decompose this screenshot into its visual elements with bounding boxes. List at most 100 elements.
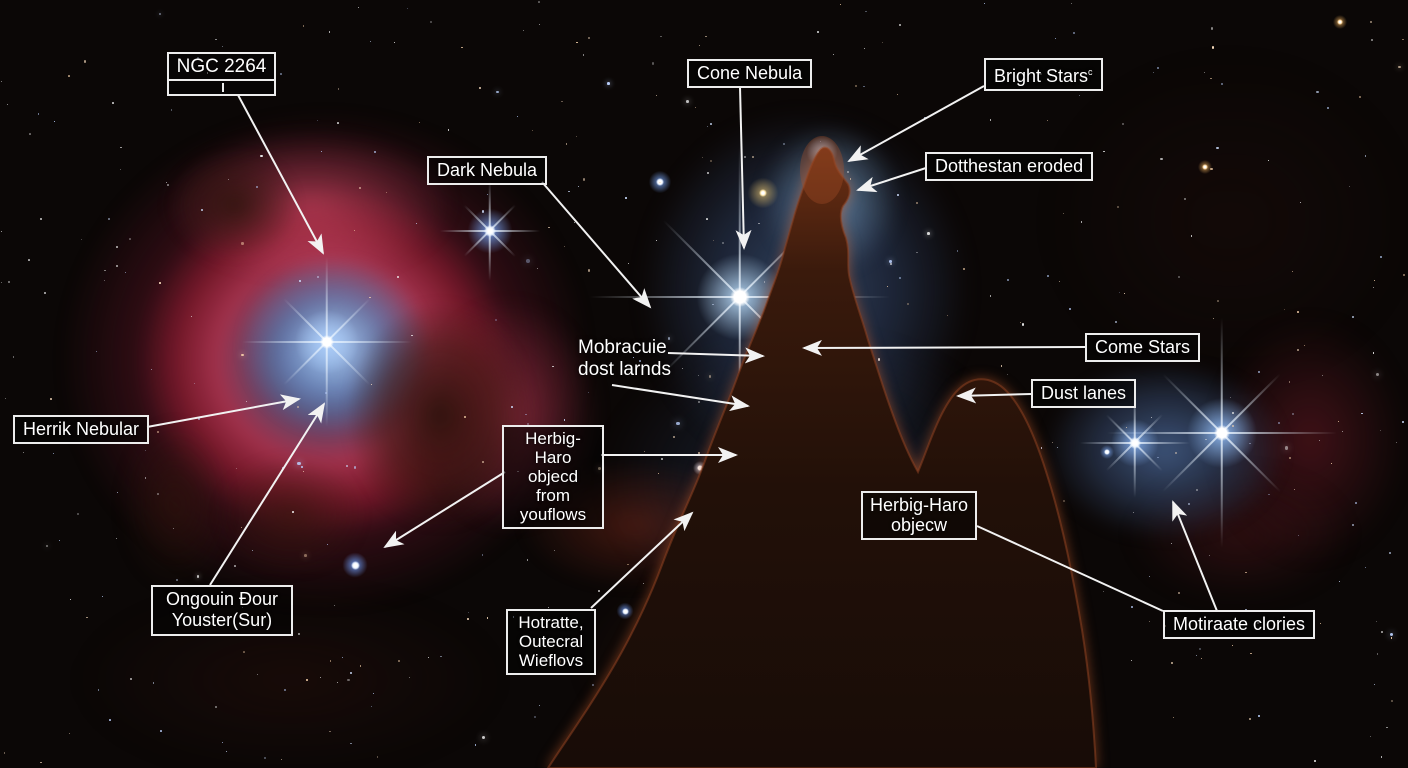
background-star [466, 617, 469, 620]
label-hotratte-line3: Wieflovs [518, 651, 584, 670]
background-star [482, 735, 486, 740]
label-dark-nebula: Dark Nebula [427, 156, 548, 185]
background-star [655, 94, 657, 96]
label-motiraate-clories-text: Motiraate clories [1173, 614, 1306, 634]
label-cone-nebula-text: Cone Nebula [697, 63, 803, 83]
background-star [1370, 736, 1371, 737]
background-star [607, 82, 610, 86]
label-ngc-2264: NGC 2264 [167, 52, 276, 96]
background-star [600, 738, 603, 741]
background-star [705, 35, 707, 38]
background-star [1374, 683, 1376, 685]
background-star [112, 102, 115, 105]
background-star [1069, 308, 1072, 311]
background-star [1178, 592, 1180, 594]
background-star [1130, 659, 1133, 662]
faint-dust-topright [1050, 60, 1408, 380]
background-star [685, 100, 689, 104]
background-star [22, 452, 24, 454]
label-hotratte-line2: Outecral [518, 632, 584, 651]
background-star [3, 752, 6, 754]
bright-star [1337, 19, 1343, 25]
background-star [102, 595, 104, 597]
background-star [28, 258, 30, 261]
label-come-stars-text: Come Stars [1095, 337, 1191, 357]
background-star [467, 611, 470, 613]
background-star [897, 94, 898, 96]
label-ngc-2264-text: NGC 2264 [169, 54, 274, 81]
background-star [1073, 32, 1076, 35]
label-dotthestan-eroded-text: Dotthestan eroded [935, 156, 1084, 176]
blue-halo-pillar-tip [760, 125, 900, 275]
label-ongouin-line1: Ongouin Ɖour [165, 589, 279, 609]
background-star [1042, 725, 1045, 727]
dark-dust-blob [120, 420, 230, 590]
background-star [0, 80, 2, 83]
background-star [429, 21, 432, 24]
background-star [1152, 71, 1155, 74]
background-star [1370, 38, 1373, 41]
label-hh-outflows-line3: youflows [519, 505, 587, 524]
background-star [533, 715, 536, 718]
background-star [1006, 374, 1008, 376]
background-star [882, 41, 884, 43]
background-star [80, 239, 82, 241]
background-star [1375, 621, 1378, 623]
label-herrik-nebular: Herrik Nebular [13, 415, 150, 444]
label-mobracuie-dost-larnds: Mobracuie dost larnds [578, 337, 671, 381]
background-star [486, 617, 489, 619]
background-star [59, 540, 61, 542]
background-star [1390, 699, 1393, 702]
bright-star [656, 178, 664, 186]
label-hotratte-outecral: Hotratte, Outecral Wieflovs [506, 609, 596, 675]
background-star [1248, 718, 1251, 721]
background-star [1314, 760, 1316, 762]
background-star [1211, 27, 1214, 30]
background-star [538, 23, 541, 26]
label-hh-object-line2: objecw [890, 515, 948, 535]
background-star [119, 169, 121, 171]
background-star [1196, 654, 1197, 656]
background-star [710, 123, 712, 125]
background-star [1021, 323, 1024, 326]
background-star [1006, 279, 1010, 282]
background-star [863, 85, 866, 88]
background-star [1046, 275, 1049, 278]
background-star [1148, 575, 1151, 578]
label-ongouin-youster: Ongouin Ɖour Youster(Sur) [151, 585, 293, 636]
background-star [1319, 622, 1322, 625]
background-star [1385, 726, 1388, 729]
background-star [170, 109, 172, 111]
background-star [1149, 621, 1151, 622]
background-star [406, 7, 409, 9]
background-star [69, 732, 71, 734]
background-star [1232, 644, 1234, 647]
label-herrik-nebular-text: Herrik Nebular [23, 419, 140, 439]
background-star [115, 538, 117, 540]
background-star [1030, 548, 1033, 551]
background-star [40, 761, 43, 764]
background-star [699, 45, 701, 47]
background-star [816, 30, 819, 33]
background-star [568, 759, 572, 763]
background-star [4, 397, 7, 399]
background-star [1381, 631, 1383, 633]
background-star [1078, 95, 1080, 97]
label-bright-stars: Bright Starsc [984, 58, 1103, 91]
background-star [1038, 634, 1040, 636]
background-star [1257, 714, 1260, 717]
background-star [1398, 65, 1402, 69]
background-star [50, 398, 52, 400]
label-hotratte-line1: Hotratte, [518, 613, 584, 632]
background-star [1020, 321, 1022, 323]
background-star [548, 606, 550, 608]
background-star [1000, 365, 1002, 367]
background-star [280, 72, 282, 75]
background-star [37, 113, 40, 115]
background-star [52, 452, 55, 455]
background-star [577, 185, 579, 187]
background-star [576, 136, 578, 138]
background-star [582, 178, 585, 181]
background-star [990, 743, 993, 746]
background-star [561, 100, 563, 103]
